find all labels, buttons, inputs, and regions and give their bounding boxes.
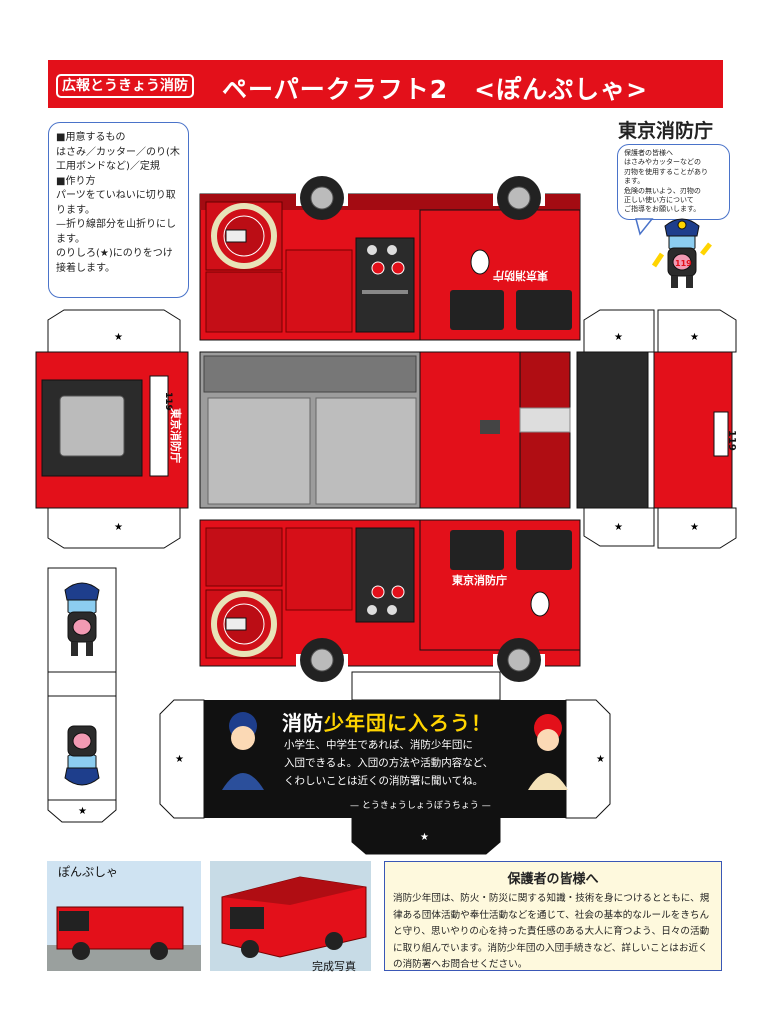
truck-label-top: 東京消防庁 (493, 269, 548, 283)
banner-subtitle: — とうきょうしょうぼうちょう — (350, 801, 491, 811)
banner-body: 小学生、中学生であれば、消防少年団に 入団できるよ。入団の方法や活動内容など、 … (284, 736, 493, 790)
glue-star: ★ (114, 522, 123, 533)
finished-model-photo (210, 861, 371, 971)
page-title: ペーパークラフト2 <ぽんぷしゃ> (222, 75, 649, 104)
instruction-line: ます。 (56, 233, 85, 245)
guardian-speech-bubble: 保護者の皆様へ はさみやカッターなどの 刃物を使用することがあり ます。 危険の… (617, 144, 730, 220)
glue-star: ★ (596, 754, 605, 765)
bubble-line: はさみやカッターなどの (624, 158, 701, 167)
instruction-line: ■用意するもの (56, 132, 126, 143)
banner-line: 入団できるよ。入団の方法や活動内容など、 (284, 757, 494, 769)
banner-line: くわしいことは近くの消防署に聞いてね。 (284, 775, 484, 787)
mascot-figure-top: 119 (651, 218, 712, 288)
bubble-line: 保護者の皆様へ (624, 149, 673, 157)
bubble-line: 正しい使い方について (624, 196, 694, 205)
truck-front-tabs: ★ ★ ★ ★ (583, 309, 737, 549)
publication-tag: 広報とうきょう消防 (56, 74, 194, 98)
glue-star: ★ (114, 332, 123, 343)
instructions-box: ■用意するもの はさみ／カッター／のり(木 工用ボンドなど)／定規 ■作り方 パ… (48, 122, 189, 298)
notice-title: 保護者の皆様へ (507, 872, 599, 887)
headline-part: 少年団に入ろう！ (324, 711, 492, 735)
glue-star: ★ (420, 832, 429, 843)
plate-rear: 119 (163, 392, 173, 411)
pump-truck-photo (47, 861, 201, 971)
glue-star: ★ (78, 806, 87, 817)
glue-star: ★ (614, 332, 623, 343)
truck-label-rear: 東京消防庁 (169, 408, 183, 463)
banner-characters (204, 700, 568, 818)
instruction-line: —折り線部分を山折りにし (56, 219, 176, 230)
bubble-line: 危険の無いよう、刃物の (624, 186, 701, 195)
bubble-line: ます。 (624, 177, 645, 186)
photo-label: ぽんぷしゃ (58, 865, 119, 879)
headline-part: 消防 (282, 711, 324, 735)
instruction-line: はさみ／カッター／のり(木 (56, 146, 180, 158)
glue-star: ★ (614, 522, 623, 533)
plate-front: 119 (726, 430, 737, 451)
organization-name: 東京消防庁 (618, 120, 714, 142)
photo-label: 完成写真 (312, 960, 356, 973)
instruction-line: ■作り方 (56, 175, 96, 187)
bubble-line: ご指導をお願いします。 (624, 205, 701, 214)
bubble-line: 刃物を使用することがあり (624, 167, 708, 176)
banner-tabs: ★ ★ ★ (159, 671, 611, 855)
instruction-line: のりしろ(★)にのりをつけ (56, 248, 173, 259)
banner-headline: 消防少年団に入ろう！ (282, 707, 492, 736)
mascot-badge-top: 119 (675, 259, 692, 268)
bubble-tail (635, 218, 654, 236)
guardian-notice: 保護者の皆様へ 消防少年団は、防火・防災に関する知識・技術を身につけるとともに、… (384, 861, 722, 971)
instruction-line: 接着します。 (56, 262, 115, 274)
instruction-line: ります。 (56, 204, 95, 216)
truck-roof-strip: 119 (199, 351, 737, 509)
glue-star: ★ (175, 754, 184, 765)
title-bar (48, 60, 723, 108)
glue-star: ★ (690, 522, 699, 533)
mascot-stand-piece: ★ (47, 567, 117, 823)
truck-rear-panel: ★ 119 東京消防庁 ★ (35, 309, 189, 549)
banner-line: 小学生、中学生であれば、消防少年団に (284, 739, 473, 751)
truck-side-top: 東京消防庁 (199, 176, 581, 341)
truck-side-bottom: 東京消防庁 (199, 519, 581, 684)
instruction-line: 工用ボンドなど)／定規 (56, 161, 160, 172)
notice-body: 消防少年団は、防火・防災に関する知識・技術を身につけるとともに、規律ある団体活動… (393, 893, 710, 970)
glue-star: ★ (690, 332, 699, 343)
instruction-line: パーツをていねいに切り取 (56, 190, 176, 201)
truck-label-bottom: 東京消防庁 (452, 573, 507, 587)
